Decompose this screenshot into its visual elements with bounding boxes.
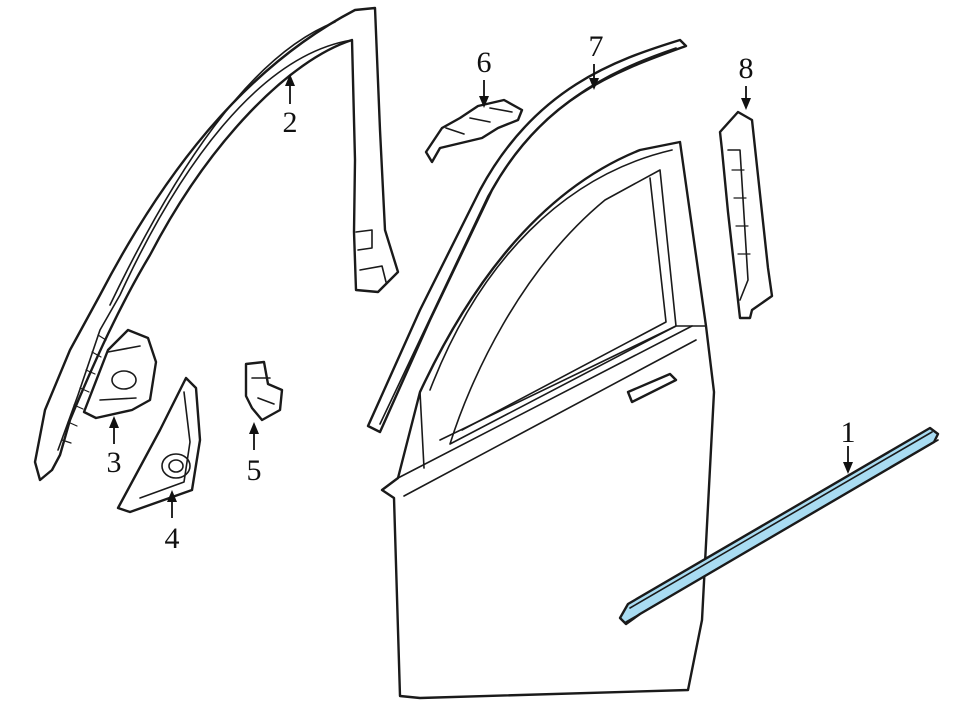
- leader-3: [109, 416, 119, 444]
- callout-3: 3: [107, 446, 122, 479]
- front-door-shell: [380, 140, 716, 700]
- part-1-lower-molding-highlighted[interactable]: [618, 426, 940, 626]
- callout-2: 2: [283, 106, 298, 139]
- callout-8: 8: [739, 52, 754, 85]
- leader-8: [741, 86, 751, 110]
- callout-5: 5: [247, 454, 262, 487]
- leader-1: [843, 446, 853, 474]
- leader-7: [589, 64, 599, 90]
- part-4-mirror-cover[interactable]: [116, 376, 202, 514]
- leader-6: [479, 80, 489, 108]
- callout-4: 4: [165, 522, 180, 555]
- part-5-bracket[interactable]: [244, 360, 284, 422]
- leader-5: [249, 422, 259, 450]
- part-7-upper-seal[interactable]: [366, 38, 688, 434]
- part-2-a-pillar-trim[interactable]: [33, 6, 400, 482]
- part-3-sail-trim[interactable]: [82, 328, 158, 420]
- leader-2: [285, 74, 295, 104]
- callout-1: 1: [841, 416, 856, 449]
- leader-4: [167, 490, 177, 518]
- part-8-b-pillar-trim[interactable]: [718, 110, 774, 320]
- callout-6: 6: [477, 46, 492, 79]
- callout-7: 7: [589, 30, 604, 63]
- part-6-clip[interactable]: [424, 98, 524, 164]
